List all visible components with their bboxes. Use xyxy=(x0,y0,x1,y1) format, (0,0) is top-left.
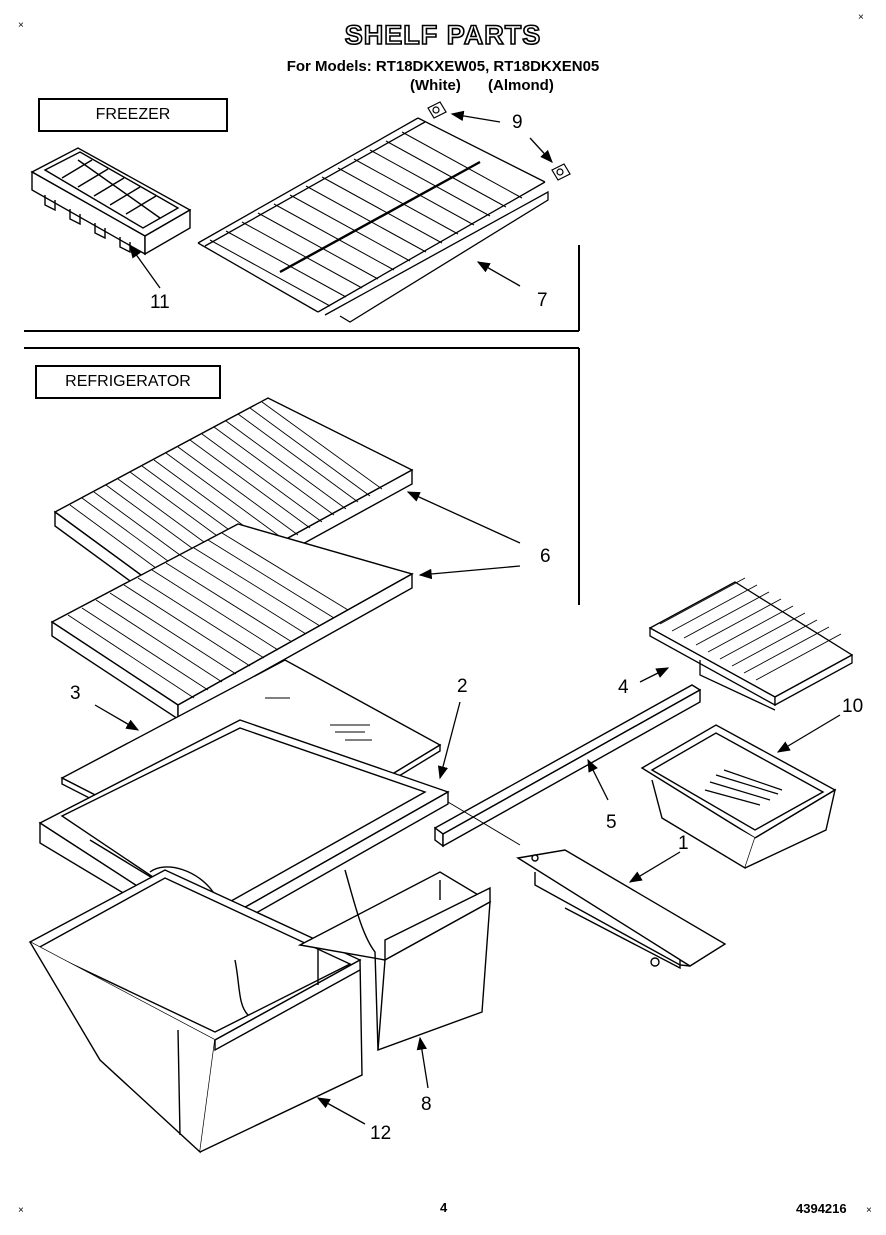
shelf-divider-bar-part xyxy=(433,684,702,848)
callout-1: 1 xyxy=(678,833,689,854)
callout-10: 10 xyxy=(842,696,864,717)
registration-mark-bottom-left: × xyxy=(18,1205,24,1216)
callout-6: 6 xyxy=(540,546,551,567)
variant-white: (White) xyxy=(410,77,461,94)
registration-mark-top-right: × xyxy=(858,12,864,23)
callout-8: 8 xyxy=(421,1094,432,1115)
callout-4: 4 xyxy=(618,677,629,698)
shelf-clip-part xyxy=(427,101,571,181)
callout-9: 9 xyxy=(512,112,523,133)
callout-11: 11 xyxy=(150,292,170,313)
large-crisper-drawer-part xyxy=(28,869,363,1154)
callout-3: 3 xyxy=(70,683,81,704)
lower-refrigerator-shelf-part xyxy=(50,523,414,721)
callout-2: 2 xyxy=(457,676,468,697)
refrigerator-section-frame xyxy=(24,347,580,605)
deli-pan-part xyxy=(640,724,837,870)
freezer-section-frame xyxy=(24,245,580,332)
freezer-wire-shelf-part xyxy=(197,117,549,323)
small-wire-shelf-part xyxy=(648,577,854,711)
page-number: 4 xyxy=(440,1200,448,1215)
page-title: SHELF PARTS xyxy=(344,19,542,51)
callout-5: 5 xyxy=(606,812,617,833)
callout-arrows xyxy=(94,110,841,1125)
refrigerator-label: REFRIGERATOR xyxy=(35,365,221,399)
part-number: 4394216 xyxy=(796,1201,847,1216)
callout-12: 12 xyxy=(370,1123,392,1144)
registration-mark-top-left: × xyxy=(18,20,24,31)
variant-almond: (Almond) xyxy=(488,77,554,94)
ice-tray-part xyxy=(30,147,192,256)
drawer-support-rail-part xyxy=(516,849,727,970)
models-line: For Models: RT18DKXEW05, RT18DKXEN05 xyxy=(286,58,600,75)
small-crisper-drawer-part xyxy=(297,869,492,1052)
freezer-label: FREEZER xyxy=(38,98,228,132)
callout-7: 7 xyxy=(537,290,548,311)
leader-line-rail xyxy=(447,801,521,846)
registration-mark-bottom-right: × xyxy=(866,1205,872,1216)
